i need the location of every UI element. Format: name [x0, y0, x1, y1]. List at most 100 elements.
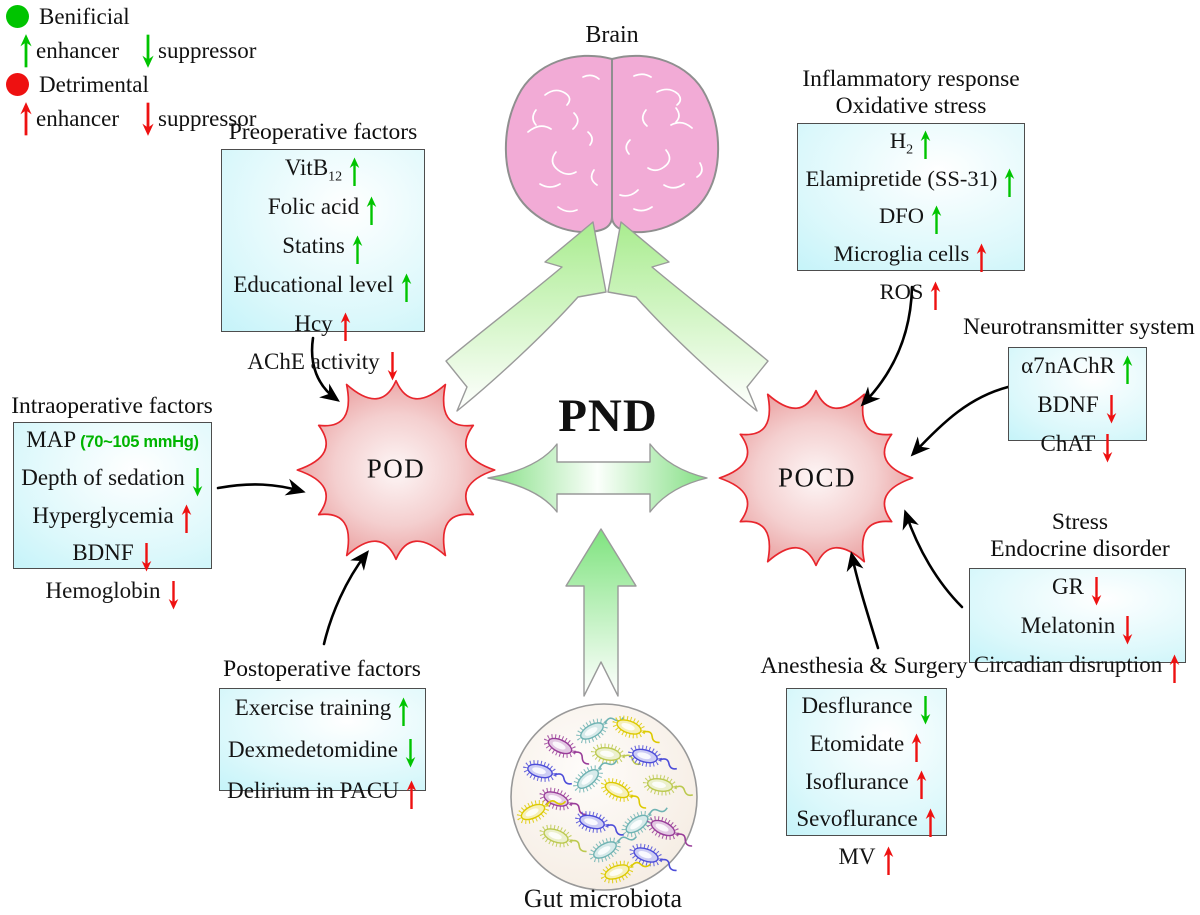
trend-arrow: [339, 312, 352, 343]
factor-item: Folic acid: [222, 192, 424, 231]
pnd-to-brain-arrow-right: [607, 221, 769, 412]
trend-arrow: [930, 205, 943, 236]
factor-item: Depth of sedation: [14, 464, 211, 502]
red-up-arrow-icon: [19, 100, 33, 137]
factor-item: α7nAChR: [1009, 351, 1146, 390]
pod-starburst: [296, 379, 496, 561]
trend-arrow: [1121, 354, 1134, 385]
trend-arrow: [404, 738, 417, 769]
microbe-icon: [573, 759, 618, 793]
intraoperative-factors-box: MAP(70~105 mmHg) Depth of sedation Hyper…: [13, 422, 212, 610]
arrow-inflammatory-to-pocd: [860, 285, 914, 407]
factor-item: H2: [798, 127, 1024, 165]
pod-pocd-double-arrow: [487, 443, 708, 513]
trend-arrow: [386, 351, 399, 382]
trend-arrow: [140, 542, 153, 573]
microbe-icon: [575, 811, 624, 836]
trend-arrow: [348, 156, 361, 187]
pnd-to-brain-arrow-left: [445, 221, 607, 412]
gut-microbiota-label: Gut microbiota: [523, 884, 683, 913]
factor-item: Desflurance: [787, 692, 946, 730]
pocd-starburst: [718, 389, 914, 567]
trend-arrow: [351, 234, 364, 265]
postoperative-factors-box: Exercise training Dexmedetomidine Deliri…: [219, 688, 426, 810]
neurotransmitter-title: Neurotransmitter system: [963, 314, 1195, 340]
trend-arrow: [400, 273, 413, 304]
microbe-icon: [646, 816, 693, 847]
legend-detrimental-suppressor: suppressor: [158, 105, 257, 131]
legend: Benificial enhancer suppressor Detriment…: [6, 2, 256, 138]
arrow-stress-to-pocd: [902, 509, 964, 609]
microbe-icon: [600, 860, 651, 884]
anesthesia-surgery-box: Desflurance Etomidate Isoflurance Sevofl…: [786, 688, 947, 876]
legend-detrimental-row: Detrimental: [6, 70, 256, 99]
trend-arrow: [1003, 167, 1016, 198]
pod-label: POD: [366, 453, 426, 484]
gut-to-pnd-arrow: [565, 528, 637, 697]
trend-arrow: [1121, 614, 1134, 645]
factor-item: MV: [787, 843, 946, 881]
microbe-icon: [642, 774, 694, 797]
legend-beneficial-label: Benificial: [39, 3, 130, 29]
legend-beneficial-row: Benificial: [6, 2, 256, 31]
arrow-anesthesia-to-pocd: [846, 551, 880, 650]
factor-item: GR: [970, 572, 1185, 611]
factor-item: Etomidate: [787, 730, 946, 768]
trend-arrow: [919, 129, 932, 160]
pocd-label: POCD: [777, 462, 857, 493]
factor-item: DFO: [798, 202, 1024, 240]
factor-item: BDNF: [14, 539, 211, 577]
factor-item: AChE activity: [222, 347, 424, 386]
trend-arrow: [910, 732, 923, 763]
microbe-icon: [589, 835, 638, 863]
arrow-intraoperative-to-pod: [216, 478, 306, 496]
microbe-icon: [543, 734, 590, 765]
factor-item: Exercise training: [220, 692, 425, 734]
microbe-icon: [629, 843, 677, 872]
preoperative-factors-box: VitB12 Folic acid Statins Educational le…: [221, 149, 425, 382]
green-down-arrow-icon: [141, 32, 155, 69]
microbe-icon: [612, 715, 660, 744]
factor-item: Microglia cells: [798, 240, 1024, 278]
trend-arrow: [397, 696, 410, 727]
postoperative-title: Postoperative factors: [223, 656, 421, 682]
trend-arrow: [191, 466, 204, 497]
factor-item: Hemoglobin: [14, 577, 211, 615]
legend-beneficial-enhancer: enhancer: [36, 37, 119, 63]
inflammatory-title: Inflammatory response Oxidative stress: [802, 66, 1020, 119]
factor-item: Delirium in PACU: [220, 775, 425, 817]
trend-arrow: [915, 770, 928, 801]
brain-label: Brain: [585, 22, 639, 48]
arrow-postoperative-to-pod: [322, 550, 369, 646]
factor-item: Educational level: [222, 270, 424, 309]
trend-arrow: [1168, 653, 1181, 684]
trend-arrow: [405, 779, 418, 810]
arrow-neurotransmitter-to-pocd: [910, 385, 1010, 457]
microbe-icon: [576, 716, 625, 744]
red-down-arrow-icon: [141, 100, 155, 137]
inflammatory-box: H2 Elamipretide (SS-31) DFO Microglia ce…: [797, 123, 1025, 311]
stress-title: Stress Endocrine disorder: [990, 509, 1170, 562]
microbe-icon: [523, 760, 572, 785]
factor-item: Elamipretide (SS-31): [798, 165, 1024, 203]
trend-arrow: [365, 195, 378, 226]
green-up-arrow-icon: [19, 32, 33, 69]
legend-detrimental-enhancer: enhancer: [36, 105, 119, 131]
gut-microbiota-illustration: [510, 703, 698, 891]
factor-item: VitB12: [222, 153, 424, 192]
intraoperative-title: Intraoperative factors: [11, 393, 213, 419]
microbe-icon: [516, 800, 567, 824]
factor-item: ChAT: [1009, 429, 1146, 468]
stress-endocrine-box: GR Melatonin Circadian disruption: [969, 568, 1186, 684]
brain-gyri: [527, 73, 703, 213]
trend-arrow: [924, 808, 937, 839]
trend-arrow: [1101, 432, 1114, 463]
factor-item: Isoflurance: [787, 768, 946, 806]
trend-arrow: [919, 694, 932, 725]
trend-arrow: [166, 579, 180, 610]
legend-detrimental-arrows-row: enhancer suppressor: [6, 99, 256, 138]
legend-beneficial-suppressor: suppressor: [158, 37, 257, 63]
trend-arrow: [929, 280, 942, 311]
